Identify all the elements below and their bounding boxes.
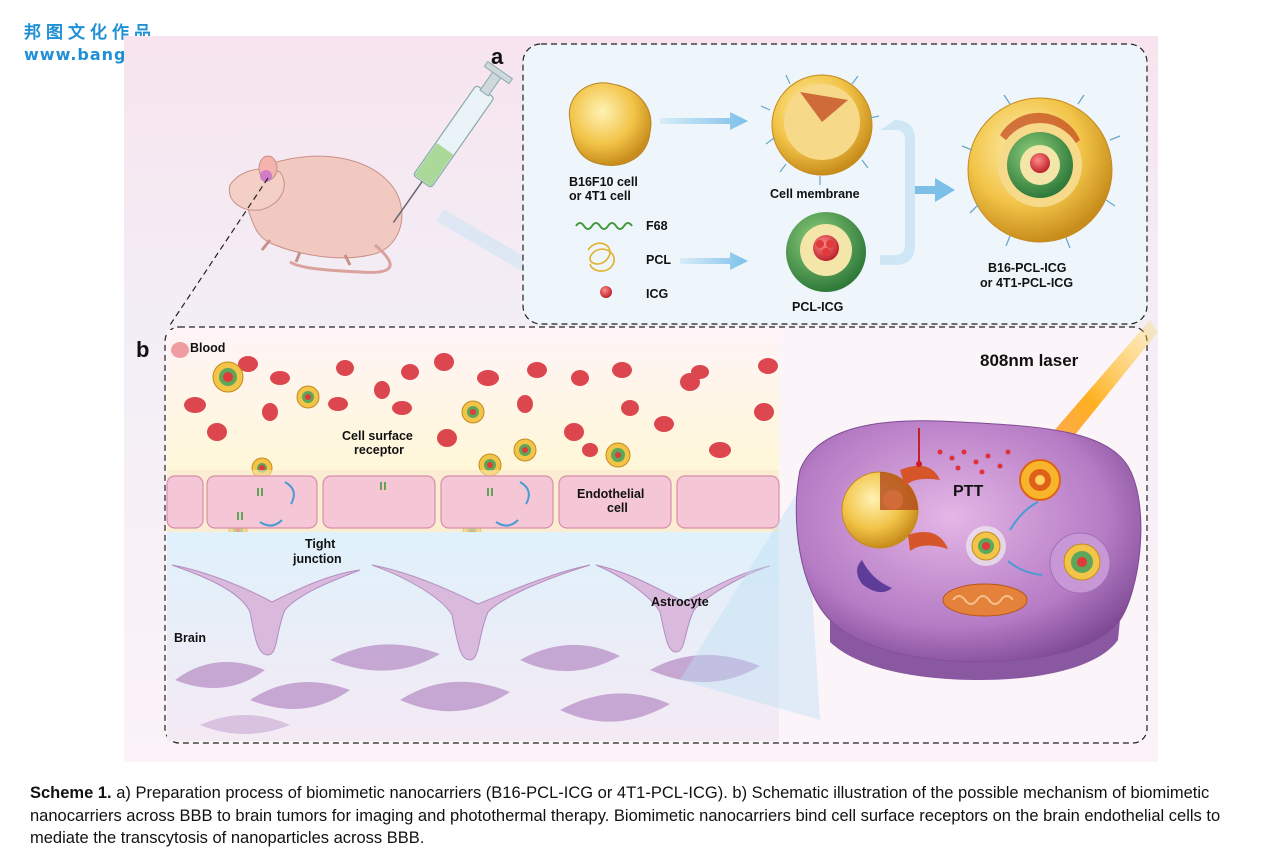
ptt-label: PTT bbox=[953, 483, 983, 500]
legend-f68: F68 bbox=[575, 219, 668, 233]
biomimetic-nanocarrier-icon bbox=[961, 94, 1121, 249]
blood-label: Blood bbox=[190, 341, 225, 355]
transcytosis-arrow bbox=[259, 519, 283, 527]
tumor-site-marker bbox=[260, 170, 272, 182]
transcytosis-arrow bbox=[284, 481, 295, 505]
zoom-beam-a bbox=[436, 208, 529, 272]
tight-junction-line2: junction bbox=[292, 552, 342, 566]
transcytosis-arrow bbox=[495, 519, 519, 527]
laser-label: 808nm laser bbox=[980, 351, 1079, 370]
mouse-illustration bbox=[228, 155, 403, 274]
cell-label-line2: or 4T1 cell bbox=[569, 189, 631, 203]
icg-release-dots bbox=[937, 449, 1011, 475]
astrocytes bbox=[171, 564, 771, 661]
arrow-to-product bbox=[915, 178, 955, 202]
blood-zone bbox=[167, 330, 779, 470]
red-blood-cells bbox=[171, 342, 778, 458]
figure-caption: Scheme 1. a) Preparation process of biom… bbox=[30, 782, 1255, 850]
uptake-arrow bbox=[1007, 560, 1043, 576]
neurons bbox=[175, 644, 760, 734]
arrow-materials-to-core bbox=[680, 252, 748, 270]
endothelial-label-line1: Endothelial bbox=[577, 487, 644, 501]
cell-label-line1: B16F10 cell bbox=[569, 175, 638, 189]
caption-text: a) Preparation process of biomimetic nan… bbox=[30, 784, 1221, 847]
brain-label: Brain bbox=[174, 631, 206, 645]
panel-a-frame bbox=[522, 43, 1148, 325]
receptor-label-line1: Cell surface bbox=[342, 429, 413, 443]
panel-b-letter: b bbox=[136, 337, 149, 362]
tight-junction-line1: Tight bbox=[305, 537, 336, 551]
watermark-chinese: 邦图文化作品 bbox=[24, 23, 156, 43]
pcl-icg-core-icon bbox=[786, 212, 866, 292]
endothelial-layer bbox=[166, 475, 780, 529]
er-icon bbox=[857, 560, 892, 593]
legend-icg-text: ICG bbox=[646, 287, 668, 301]
legend-pcl-text: PCL bbox=[646, 253, 671, 267]
legend-f68-text: F68 bbox=[646, 219, 668, 233]
cell-membrane-vesicle-icon bbox=[760, 74, 880, 185]
golgi-icon bbox=[900, 465, 940, 486]
merge-bracket bbox=[880, 120, 915, 265]
transcytosis-arrow bbox=[519, 481, 530, 505]
panel-a-letter: a bbox=[491, 44, 504, 69]
receptor-label-line2: receptor bbox=[354, 443, 404, 457]
legend-icg: ICG bbox=[600, 286, 668, 301]
membrane-label: Cell membrane bbox=[770, 187, 860, 201]
icg-dot-icon bbox=[600, 286, 612, 298]
tumor-cell-3d bbox=[795, 420, 1142, 680]
product-label-line2: or 4T1-PCL-ICG bbox=[980, 276, 1073, 290]
astrocyte-label: Astrocyte bbox=[651, 595, 709, 609]
zoom-beam-b bbox=[680, 480, 820, 720]
receptor-marks bbox=[237, 482, 493, 520]
endothelial-label-line2: cell bbox=[607, 501, 628, 515]
tumor-cell-icon bbox=[568, 82, 652, 166]
legend-pcl: PCL bbox=[587, 242, 671, 272]
f68-polymer-icon bbox=[575, 222, 633, 230]
syringe-icon bbox=[392, 60, 514, 223]
release-arrow bbox=[1009, 501, 1039, 531]
pcl-polymer-icon bbox=[587, 242, 615, 272]
core-label: PCL-ICG bbox=[792, 300, 843, 314]
caption-label: Scheme 1. bbox=[30, 784, 112, 802]
arrow-cell-to-membrane bbox=[660, 112, 748, 130]
mitochondria-icon bbox=[942, 583, 1028, 617]
product-label-line1: B16-PCL-ICG bbox=[988, 261, 1066, 275]
